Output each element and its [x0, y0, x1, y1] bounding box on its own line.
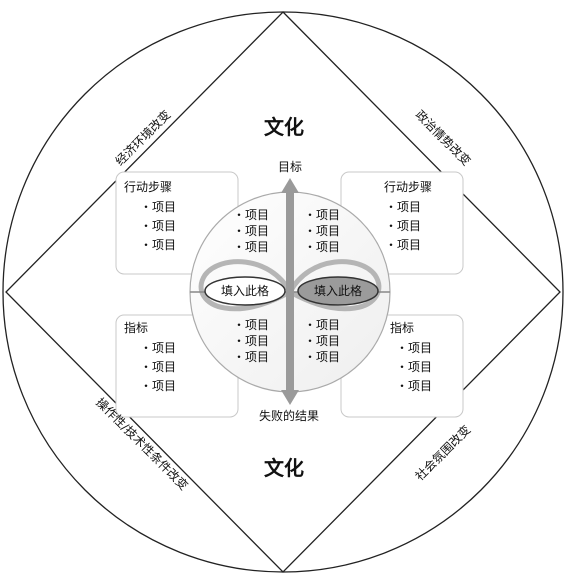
- inner-tl-item: ・项目: [233, 208, 270, 222]
- box-bl-item: ・项目: [140, 341, 177, 355]
- box-br-item: ・项目: [396, 341, 433, 355]
- axis-label-failure: 失败的结果: [259, 409, 320, 423]
- box-br-item: ・项目: [396, 360, 433, 374]
- oval-right-label: 填入此格: [314, 284, 363, 298]
- axis-label-goal: 目标: [278, 160, 303, 174]
- inner-bl-item: ・项目: [233, 350, 270, 364]
- culture-bottom-label: 文化: [264, 456, 304, 480]
- box-tl-item: ・项目: [140, 200, 177, 214]
- oval-left-label: 填入此格: [221, 284, 270, 298]
- box-br-title: 指标: [390, 321, 415, 335]
- inner-bl-item: ・项目: [233, 318, 270, 332]
- culture-top-label: 文化: [264, 115, 304, 139]
- arrow-head-up: [281, 178, 299, 193]
- arrow-head-down: [281, 390, 299, 405]
- inner-tr-item: ・项目: [304, 208, 341, 222]
- inner-br-item: ・项目: [304, 350, 341, 364]
- diamond: [5, 11, 561, 573]
- box-bl-item: ・项目: [140, 360, 177, 374]
- inner-tl-item: ・项目: [233, 240, 270, 254]
- inner-br-item: ・项目: [304, 334, 341, 348]
- box-tl-item: ・项目: [140, 238, 177, 252]
- loop-arc-left: [198, 259, 293, 312]
- box-bl-title: 指标: [124, 321, 149, 335]
- vertical-arrow-shaft: [286, 190, 294, 394]
- oval-left: [204, 276, 286, 306]
- inner-tr-item: ・项目: [304, 224, 341, 238]
- inner-tr-item: ・项目: [304, 240, 341, 254]
- box-tl-item: ・项目: [140, 219, 177, 233]
- box-tr-item: ・项目: [385, 238, 422, 252]
- box-tr-item: ・项目: [385, 219, 422, 233]
- inner-tl-item: ・项目: [233, 224, 270, 238]
- inner-bl-item: ・项目: [233, 334, 270, 348]
- inner-br-item: ・项目: [304, 318, 341, 332]
- box-bl-item: ・项目: [140, 379, 177, 393]
- box-tr-item: ・项目: [385, 200, 422, 214]
- box-br-item: ・项目: [396, 379, 433, 393]
- oval-right: [297, 276, 379, 306]
- box-tr-title: 行动步骤: [384, 180, 433, 194]
- box-tl-title: 行动步骤: [124, 180, 173, 194]
